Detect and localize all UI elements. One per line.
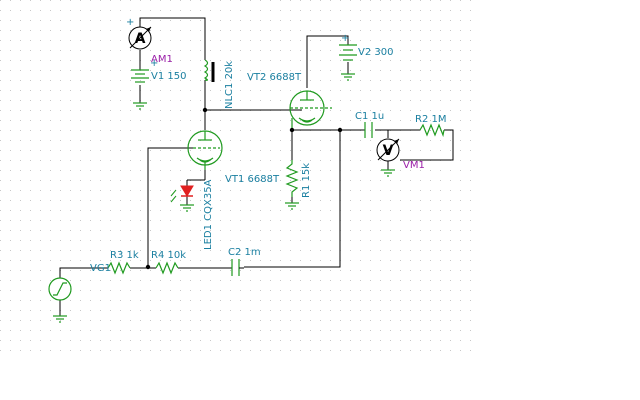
vm1-label: VM1 [403,160,425,171]
r1-label: R1 15k [301,163,312,198]
v1-label: V1 150 [151,71,186,82]
nlc1-label: NLC1 20k [224,61,235,109]
am1-label: AM1 [151,54,173,65]
resistor-r3[interactable]: R3 1k [107,250,139,275]
voltmeter-vm1[interactable]: V VM1 [376,138,425,177]
tube-vt2[interactable]: VT2 6688T [247,72,332,128]
r2-label: R2 1M [415,114,446,125]
r3-label: R3 1k [110,250,139,261]
v1-plus: + [150,58,158,69]
vt2-label: VT2 6688T [247,72,302,83]
voltmeter-symbol: V [383,143,394,159]
resistor-r1[interactable]: R1 15k [285,160,312,210]
r4-label: R4 10k [151,250,186,261]
inductor-nlc1[interactable]: NLC1 20k [203,59,235,109]
battery-v1[interactable]: + V1 150 [131,58,186,110]
tube-vt1[interactable]: VT1 6688T [187,130,280,185]
dot-grid-background [0,0,478,358]
vg1-label: VG1 [90,263,111,274]
junction-dots [145,107,343,270]
led-led1[interactable]: LED1 CQX35A [170,179,214,250]
c2-label: C2 1m [228,247,261,258]
capacitor-c2[interactable]: C2 1m [228,247,261,276]
battery-v2[interactable]: + V2 300 [339,33,393,81]
ammeter-symbol: A [135,31,146,47]
resistor-r2[interactable]: R2 1M [415,114,446,138]
ammeter-plus: + [126,17,134,28]
v2-plus: + [341,33,349,44]
v2-label: V2 300 [358,47,393,58]
resistor-r4[interactable]: R4 10k [151,250,186,275]
ammeter-am1[interactable]: A + AM1 [126,17,173,65]
capacitor-c1[interactable]: C1 1u [355,111,384,138]
signal-source-vg1[interactable]: VG1 [48,263,111,323]
led1-label: LED1 CQX35A [203,179,214,250]
vt1-label: VT1 6688T [225,174,280,185]
c1-label: C1 1u [355,111,384,122]
